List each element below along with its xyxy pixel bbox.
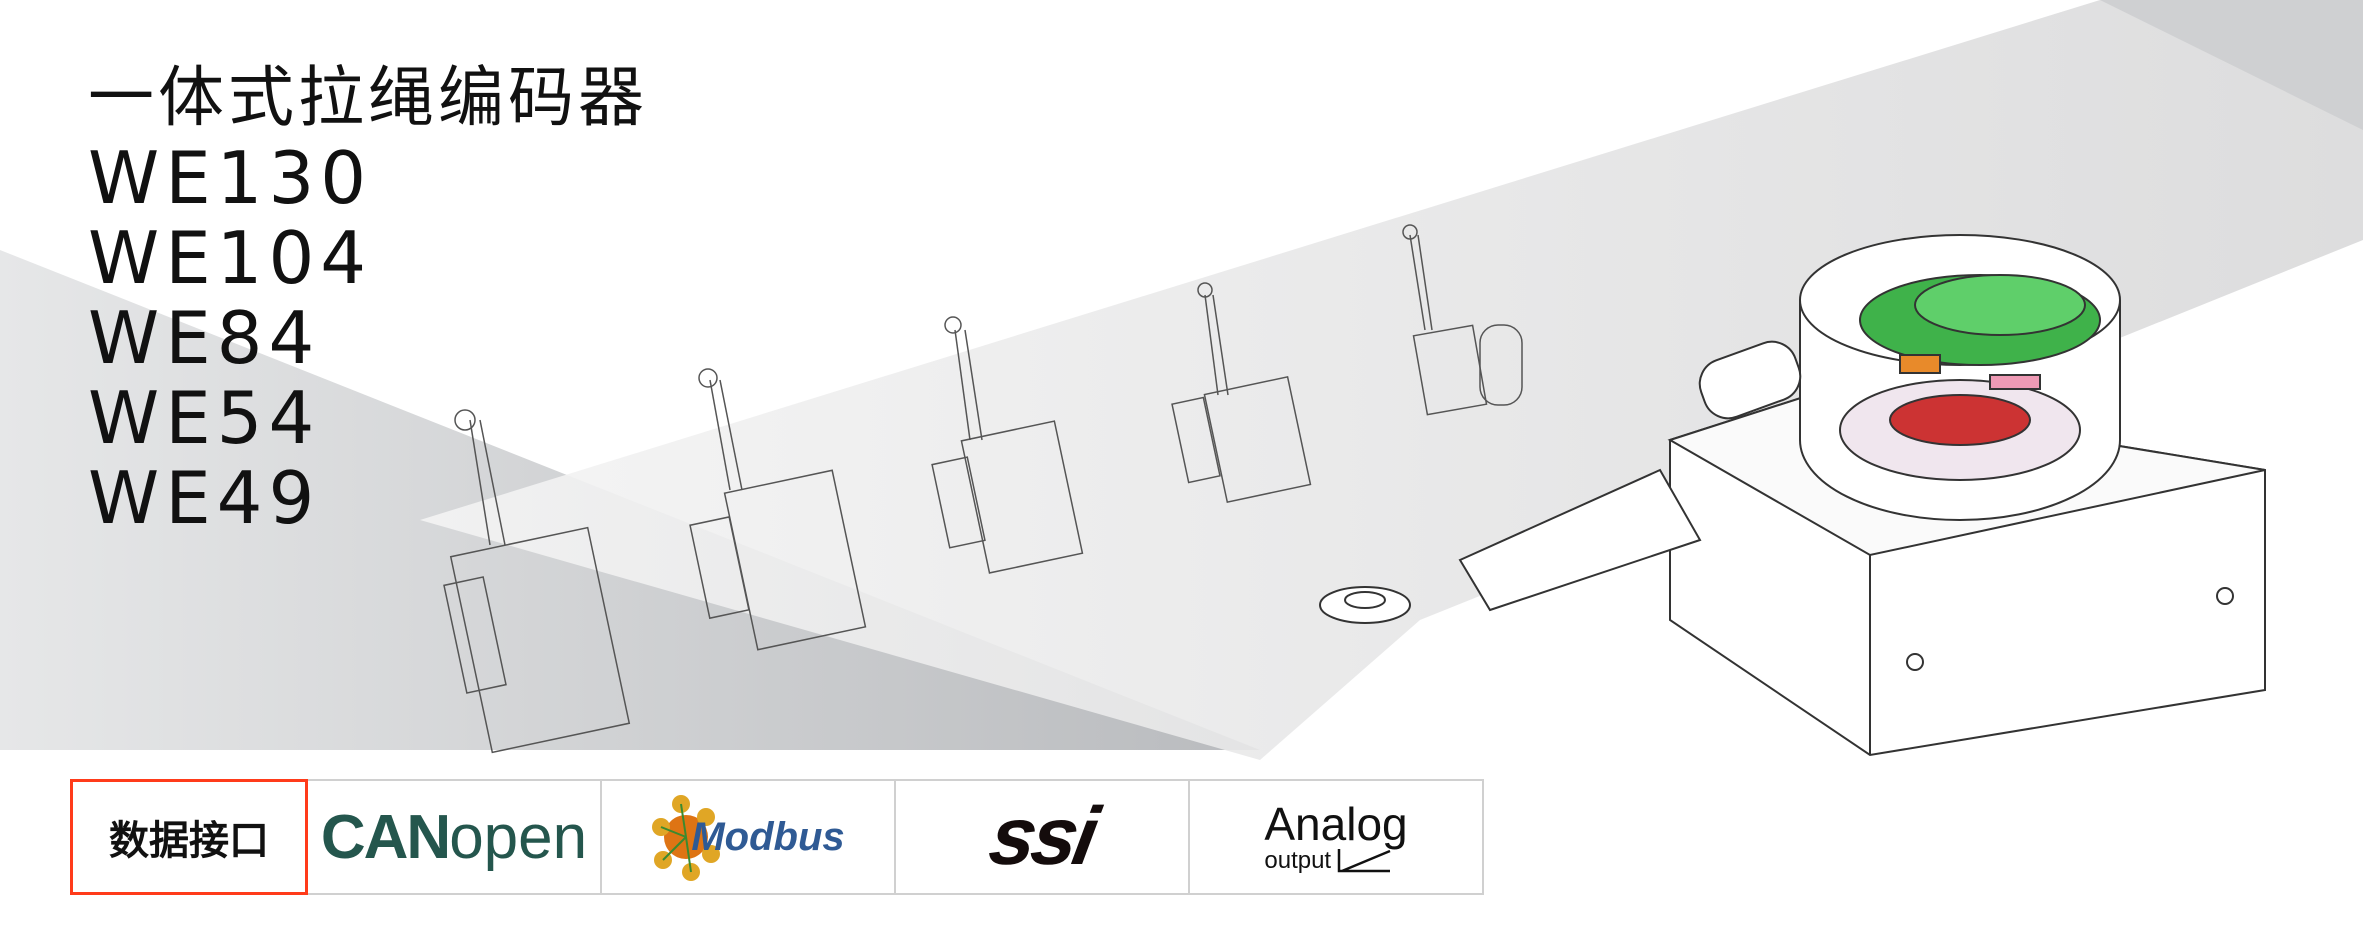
canopen-bold: CAN <box>320 802 451 872</box>
interface-row: 数据接口 CANopen Modbus ssi Analog output <box>70 779 1484 897</box>
canopen-light: open <box>449 802 588 872</box>
output-text: output <box>1264 847 1332 874</box>
grey-wedge-beam <box>420 0 2363 760</box>
product-heading: 一体式拉绳编码器 WE130 WE104 WE84 WE54 WE49 <box>88 58 648 538</box>
encoder-we130-drawing <box>443 409 631 754</box>
encoder-we104-drawing <box>689 368 867 651</box>
modbus-text: Modbus <box>691 814 845 859</box>
encoder-we49-drawing <box>1402 224 1523 416</box>
ramp-icon <box>1337 849 1391 873</box>
data-interface-label: 数据接口 <box>109 818 269 864</box>
data-interface-label-box: 数据接口 <box>70 779 308 895</box>
analog-text: Analog <box>1264 798 1408 850</box>
model-we130: WE130 <box>88 136 373 220</box>
product-title: 一体式拉绳编码器 <box>88 59 648 136</box>
modbus-logo: Modbus <box>602 779 896 895</box>
model-we84: WE84 <box>88 296 321 380</box>
canopen-logo: CANopen <box>308 779 602 895</box>
encoder-we54-drawing <box>1171 282 1312 504</box>
analog-output-logo: Analog output <box>1190 779 1484 895</box>
model-we54: WE54 <box>88 376 321 460</box>
ssi-logo: ssi <box>896 779 1190 895</box>
encoder-cutaway-drawing <box>1319 234 2266 757</box>
model-we104: WE104 <box>88 216 373 300</box>
model-we49: WE49 <box>88 456 321 540</box>
modbus-network-icon <box>652 795 721 881</box>
ssi-text: ssi <box>983 791 1102 882</box>
encoder-we84-drawing <box>931 316 1084 574</box>
